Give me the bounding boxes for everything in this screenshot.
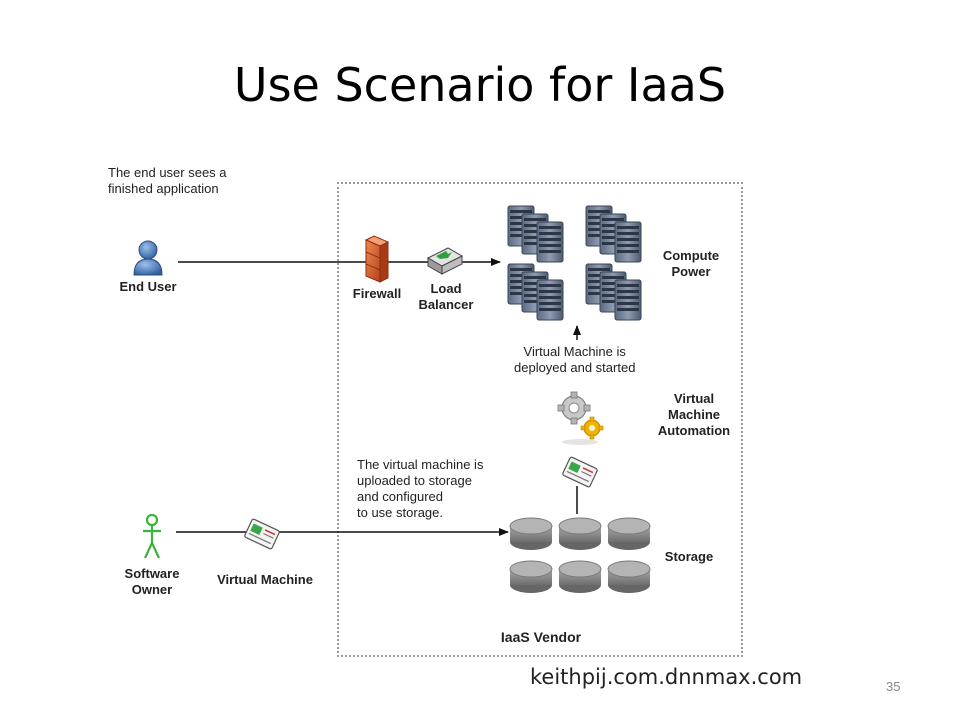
iaas-vendor-boundary — [337, 182, 743, 657]
vm-automation-label-line: Machine — [667, 407, 720, 422]
vm-uploaded-note-line: The virtual machine is — [357, 457, 484, 472]
compute-power-label-line: Power — [671, 264, 711, 279]
vm-automation-label-line: Automation — [657, 423, 731, 438]
end-user-label: End User — [119, 279, 177, 294]
software-owner-label-line: Owner — [131, 582, 173, 597]
user-icon — [133, 240, 163, 276]
stick-figure-icon — [143, 513, 161, 559]
load-balancer-label-line: Balancer — [418, 297, 474, 312]
vm-uploaded-note: The virtual machine is uploaded to stora… — [357, 457, 483, 521]
end-user-note-line: finished application — [108, 181, 219, 196]
gears-icon — [557, 391, 604, 445]
vm-deployed-note: Virtual Machine is deployed and started — [514, 344, 635, 376]
storage-disk-icon — [509, 517, 651, 594]
end-user-note: The end user sees a finished application — [108, 165, 227, 197]
vm-uploaded-note-line: to use storage. — [357, 505, 443, 520]
slide-title: Use Scenario for IaaS — [233, 58, 727, 112]
vm-deployed-note-line: Virtual Machine is — [523, 344, 626, 359]
server-rack-icon — [507, 205, 642, 321]
software-owner-label-line: Software — [124, 566, 180, 581]
vm-automation-label-line: Virtual — [673, 391, 715, 406]
load-balancer-label-line: Load — [430, 281, 462, 296]
compute-power-label: Compute Power — [650, 248, 732, 280]
load-balancer-label: Load Balancer — [411, 281, 481, 313]
compute-power-label-line: Compute — [662, 248, 720, 263]
firewall-label: Firewall — [352, 286, 402, 301]
software-owner-label: Software Owner — [112, 566, 192, 598]
virtual-machine-label: Virtual Machine — [217, 572, 313, 587]
end-user-note-line: The end user sees a — [108, 165, 227, 180]
iaas-vendor-label: IaaS Vendor — [500, 629, 582, 645]
firewall-icon — [364, 235, 390, 283]
virtual-machine-icon — [561, 455, 599, 489]
load-balancer-icon — [426, 247, 464, 275]
vm-uploaded-note-line: and configured — [357, 489, 444, 504]
vm-automation-label: Virtual Machine Automation — [648, 391, 740, 439]
storage-label: Storage — [664, 549, 714, 564]
vm-deployed-note-line: deployed and started — [514, 360, 636, 375]
vm-uploaded-note-line: uploaded to storage — [357, 473, 472, 488]
page-number: 35 — [886, 679, 901, 694]
source-watermark: keithpij.com.dnnmax.com — [530, 665, 803, 689]
virtual-machine-icon — [243, 517, 281, 551]
